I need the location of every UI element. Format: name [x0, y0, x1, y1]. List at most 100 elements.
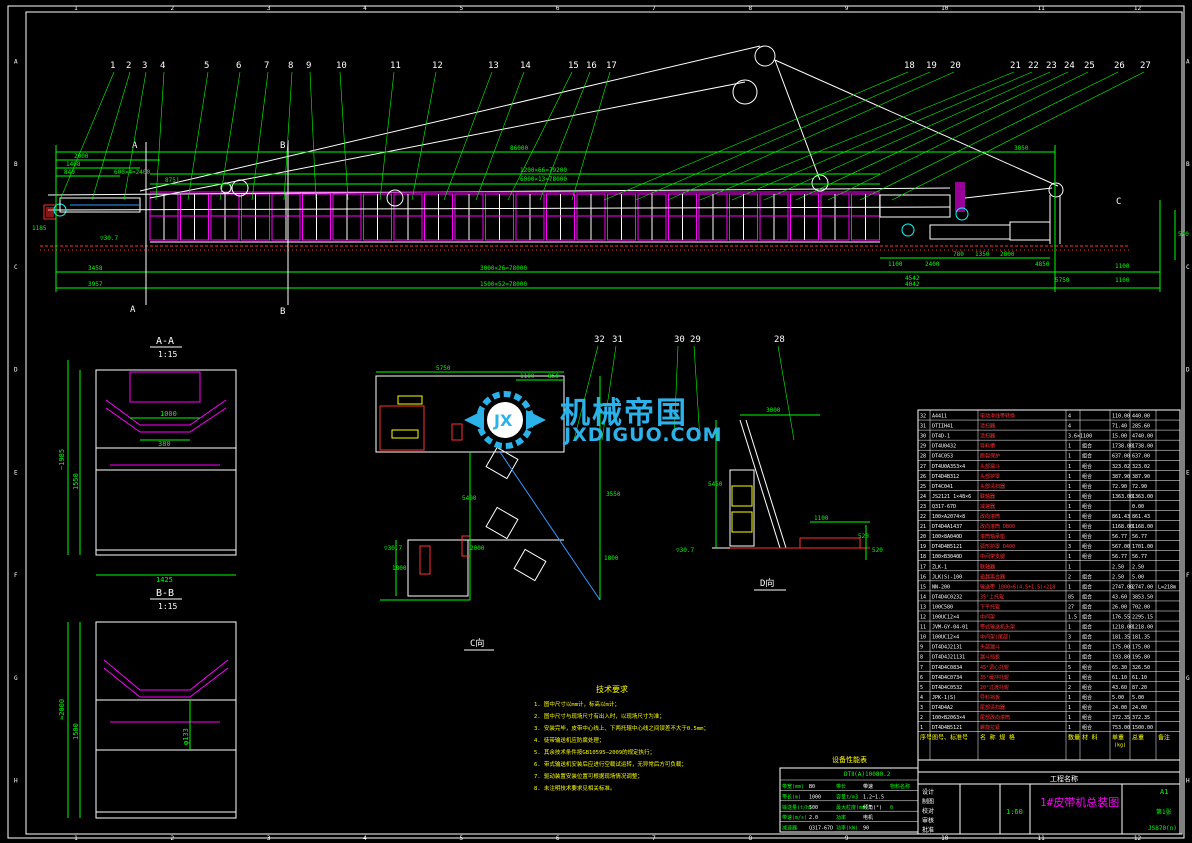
bom-cell: 702.00 — [1132, 604, 1150, 610]
bom-cell: 头部清扫器 — [980, 483, 1005, 490]
bom-cell: 100UC12×4 — [932, 635, 959, 641]
bom-cell: 387.90 — [1132, 474, 1150, 480]
tech-req-item: 6. 带式输送机安装后应进行空载试运转，无异常后方可负载； — [534, 760, 687, 768]
main-dimension: 840 — [64, 169, 75, 176]
bom-cell: 组合 — [1082, 624, 1092, 631]
callout-number: 16 — [586, 61, 597, 71]
border-number-top: 10 — [941, 5, 949, 12]
bom-cell: 10 — [920, 635, 926, 641]
border-number-bottom: 6 — [556, 835, 560, 842]
bom-cell: 387.90 — [1112, 474, 1130, 480]
main-dimension: 520 — [1178, 231, 1189, 238]
callout-number: 5 — [204, 61, 209, 71]
aa-dim-1550: 1550 — [72, 473, 80, 490]
bom-cell: 2747.00 — [1132, 584, 1153, 590]
bom-cell: 1 — [1068, 454, 1071, 460]
bom-cell: JS2121 1×48×6 — [932, 494, 971, 500]
view-c-dimension: 1800 — [392, 565, 407, 572]
border-number-bottom: 7 — [652, 835, 656, 842]
callout-number: 3 — [142, 61, 147, 71]
border-letter-right: C — [1186, 264, 1190, 271]
bom-cell: JVM-GY-04-01 — [932, 625, 968, 631]
bb-dim-1500: 1500 — [72, 723, 80, 740]
view-d-dimension: ▽30.7 — [676, 547, 694, 554]
border-number-top: 6 — [556, 5, 560, 12]
bom-cell: 861.43 — [1112, 514, 1130, 520]
border-number-bottom: 10 — [941, 835, 949, 842]
bom-cell: 195.80 — [1132, 655, 1150, 661]
border-letter-right: F — [1186, 572, 1190, 579]
bom-cell: 8 — [920, 655, 923, 661]
callout-leader — [339, 71, 349, 201]
bom-cell: 联轴器 — [980, 563, 995, 570]
callout-number: 8 — [288, 61, 293, 71]
bom-cell: 改向滚筒 — [980, 513, 1000, 520]
main-dimension: 600×4=2400 — [114, 169, 151, 176]
bom-cell: 9 — [920, 645, 923, 651]
bom-header: 图号、标准号 — [932, 734, 968, 742]
section-bb-title: B-B — [156, 588, 174, 599]
border-number-top: 11 — [1038, 5, 1046, 12]
callout-number: 26 — [1114, 61, 1125, 71]
border-number-bottom: 5 — [460, 835, 464, 842]
main-dimension: 2800 — [1000, 251, 1015, 258]
callout-number: 23 — [1046, 61, 1057, 71]
bom-cell: 组合 — [1082, 664, 1092, 671]
bom-cell: 2 — [920, 715, 923, 721]
bom-cell: 5 — [1068, 665, 1071, 671]
bom-cell: 1363.00 — [1132, 494, 1153, 500]
callout-leader — [475, 71, 525, 201]
main-dimension: 1200×66=79200 — [520, 167, 567, 174]
bom-cell: 753.00 — [1112, 725, 1130, 731]
view-callout-leader — [673, 345, 679, 441]
border-number-top: 4 — [363, 5, 367, 12]
callout-number: 12 — [432, 61, 443, 71]
bom-cell: 1 — [1068, 494, 1071, 500]
callout-leader — [251, 71, 269, 201]
drawing-number: JS870(n) — [1148, 825, 1177, 832]
bom-cell: DT4C053 — [932, 454, 953, 460]
bom-cell: 1 — [1068, 725, 1071, 731]
bom-cell: JPK-1(S) — [932, 695, 956, 701]
tech-req-item: 8. 未注明技术要求见相关标准。 — [534, 784, 615, 792]
bom-cell: 组合 — [1082, 593, 1092, 600]
callout-leader — [603, 71, 909, 201]
aa-dim-1000: 1000 — [160, 410, 177, 418]
bom-cell: 2.50 — [1132, 564, 1144, 570]
main-dimension: 2000 — [74, 153, 89, 160]
border-number-top: 5 — [460, 5, 464, 12]
bom-cell: 组合 — [1082, 674, 1092, 681]
border-letter-left: A — [14, 58, 18, 65]
border-number-bottom: 11 — [1038, 835, 1046, 842]
bom-cell: 175.00 — [1132, 645, 1150, 651]
callout-leader — [891, 71, 1145, 201]
bom-header: 数量 — [1068, 734, 1080, 742]
bom-cell: 组合 — [1082, 553, 1092, 560]
bom-header-unit: (kg) — [1114, 743, 1126, 749]
bom-cell: 110.00 — [1112, 414, 1130, 420]
view-c-dimension: ▽30.7 — [384, 545, 402, 552]
main-dimension: 1100 — [888, 261, 903, 268]
bom-cell: 组合 — [1082, 503, 1092, 510]
bom-cell: 2.50 — [1112, 564, 1124, 570]
bom-cell: 组合 — [1082, 463, 1092, 470]
bom-cell: DT4D4J2131 — [932, 645, 962, 651]
callout-number: 1 — [110, 61, 115, 71]
bom-cell: 头部护罩 — [980, 473, 1000, 480]
main-dimension: 3000×26=78000 — [480, 265, 527, 272]
section-aa-scale: 1:15 — [158, 350, 177, 359]
bom-cell: 导料挡板 — [980, 694, 1000, 701]
view-d-dimension: 3000 — [766, 407, 781, 414]
gear-logo-icon: JX — [464, 391, 546, 449]
bom-cell: 撕裂保护 — [980, 453, 1000, 460]
bom-cell: 26.00 — [1112, 604, 1127, 610]
bom-cell: 逾越离合器 — [980, 573, 1005, 580]
bom-cell: 1 — [1068, 715, 1071, 721]
border-number-top: 1 — [74, 5, 78, 12]
bom-cell: 13 — [920, 604, 926, 610]
bom-cell: 72.90 — [1112, 484, 1127, 490]
